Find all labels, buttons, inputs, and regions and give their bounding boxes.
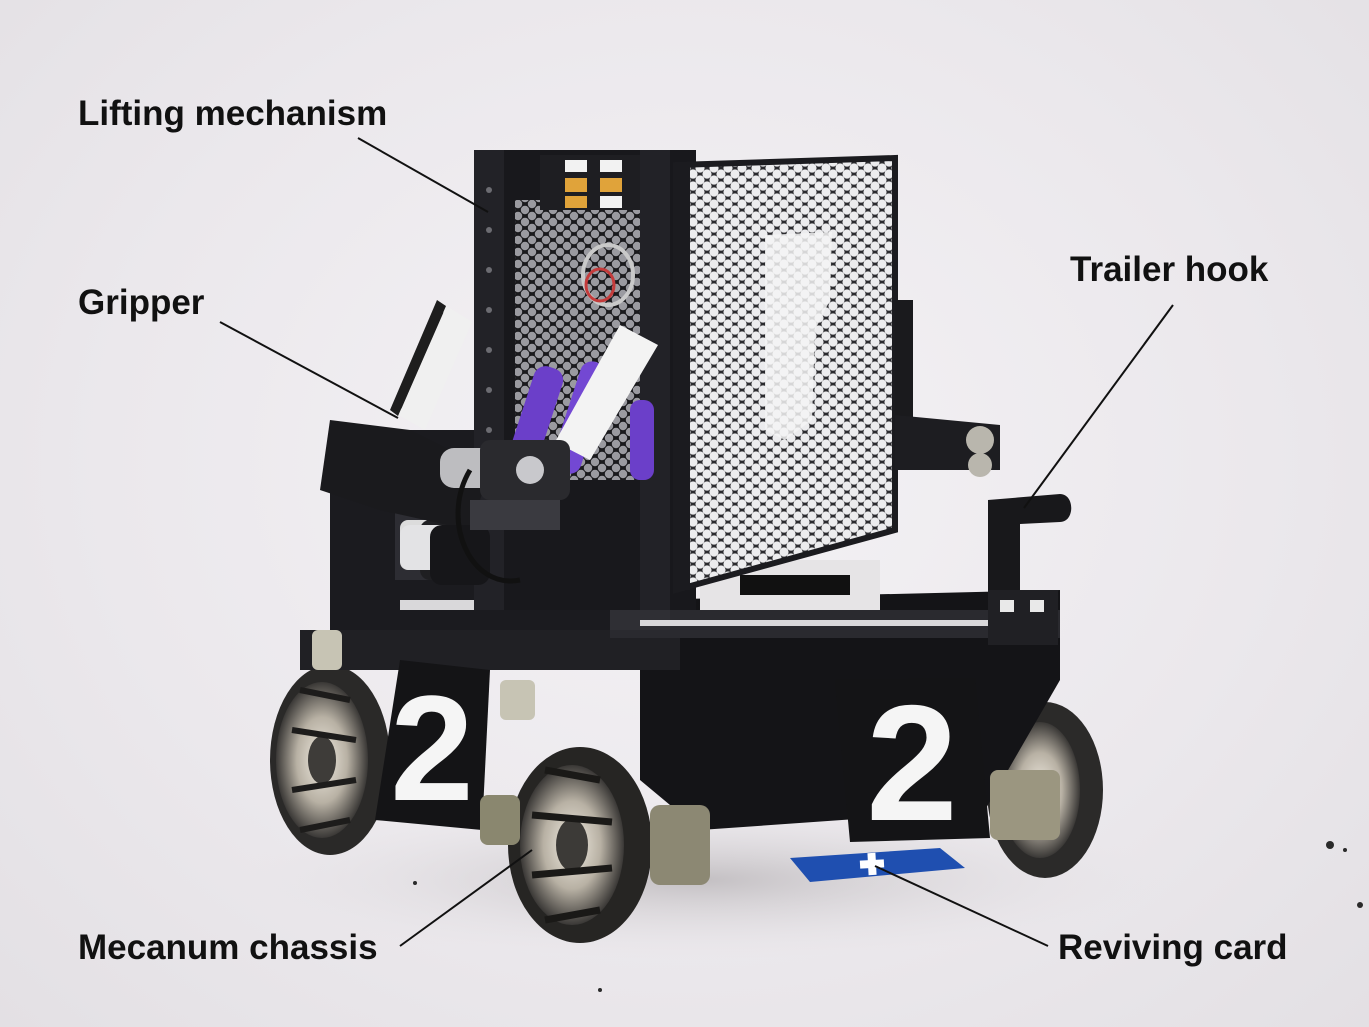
wheel-motors [312, 630, 1060, 885]
mesh-panel [673, 154, 898, 594]
number-plate-left: 2 [375, 660, 490, 832]
rear-tower [895, 300, 1000, 477]
front-left-mecanum-wheel [508, 747, 652, 943]
label-mecanum-chassis: Mecanum chassis [78, 928, 378, 967]
number-left-text: 2 [390, 664, 473, 832]
label-gripper: Gripper [78, 283, 205, 322]
gripper-assembly [320, 300, 658, 585]
floor-debris [413, 841, 1363, 992]
label-reviving-card: Reviving card [1058, 928, 1288, 967]
label-trailer-hook: Trailer hook [1070, 250, 1269, 289]
label-lifting-mechanism: Lifting mechanism [78, 94, 388, 133]
left-mecanum-wheel [270, 665, 390, 855]
number-plate-right: 2 [835, 671, 990, 855]
number-right-text: 2 [866, 671, 958, 855]
trailer-hook-part [988, 494, 1072, 645]
